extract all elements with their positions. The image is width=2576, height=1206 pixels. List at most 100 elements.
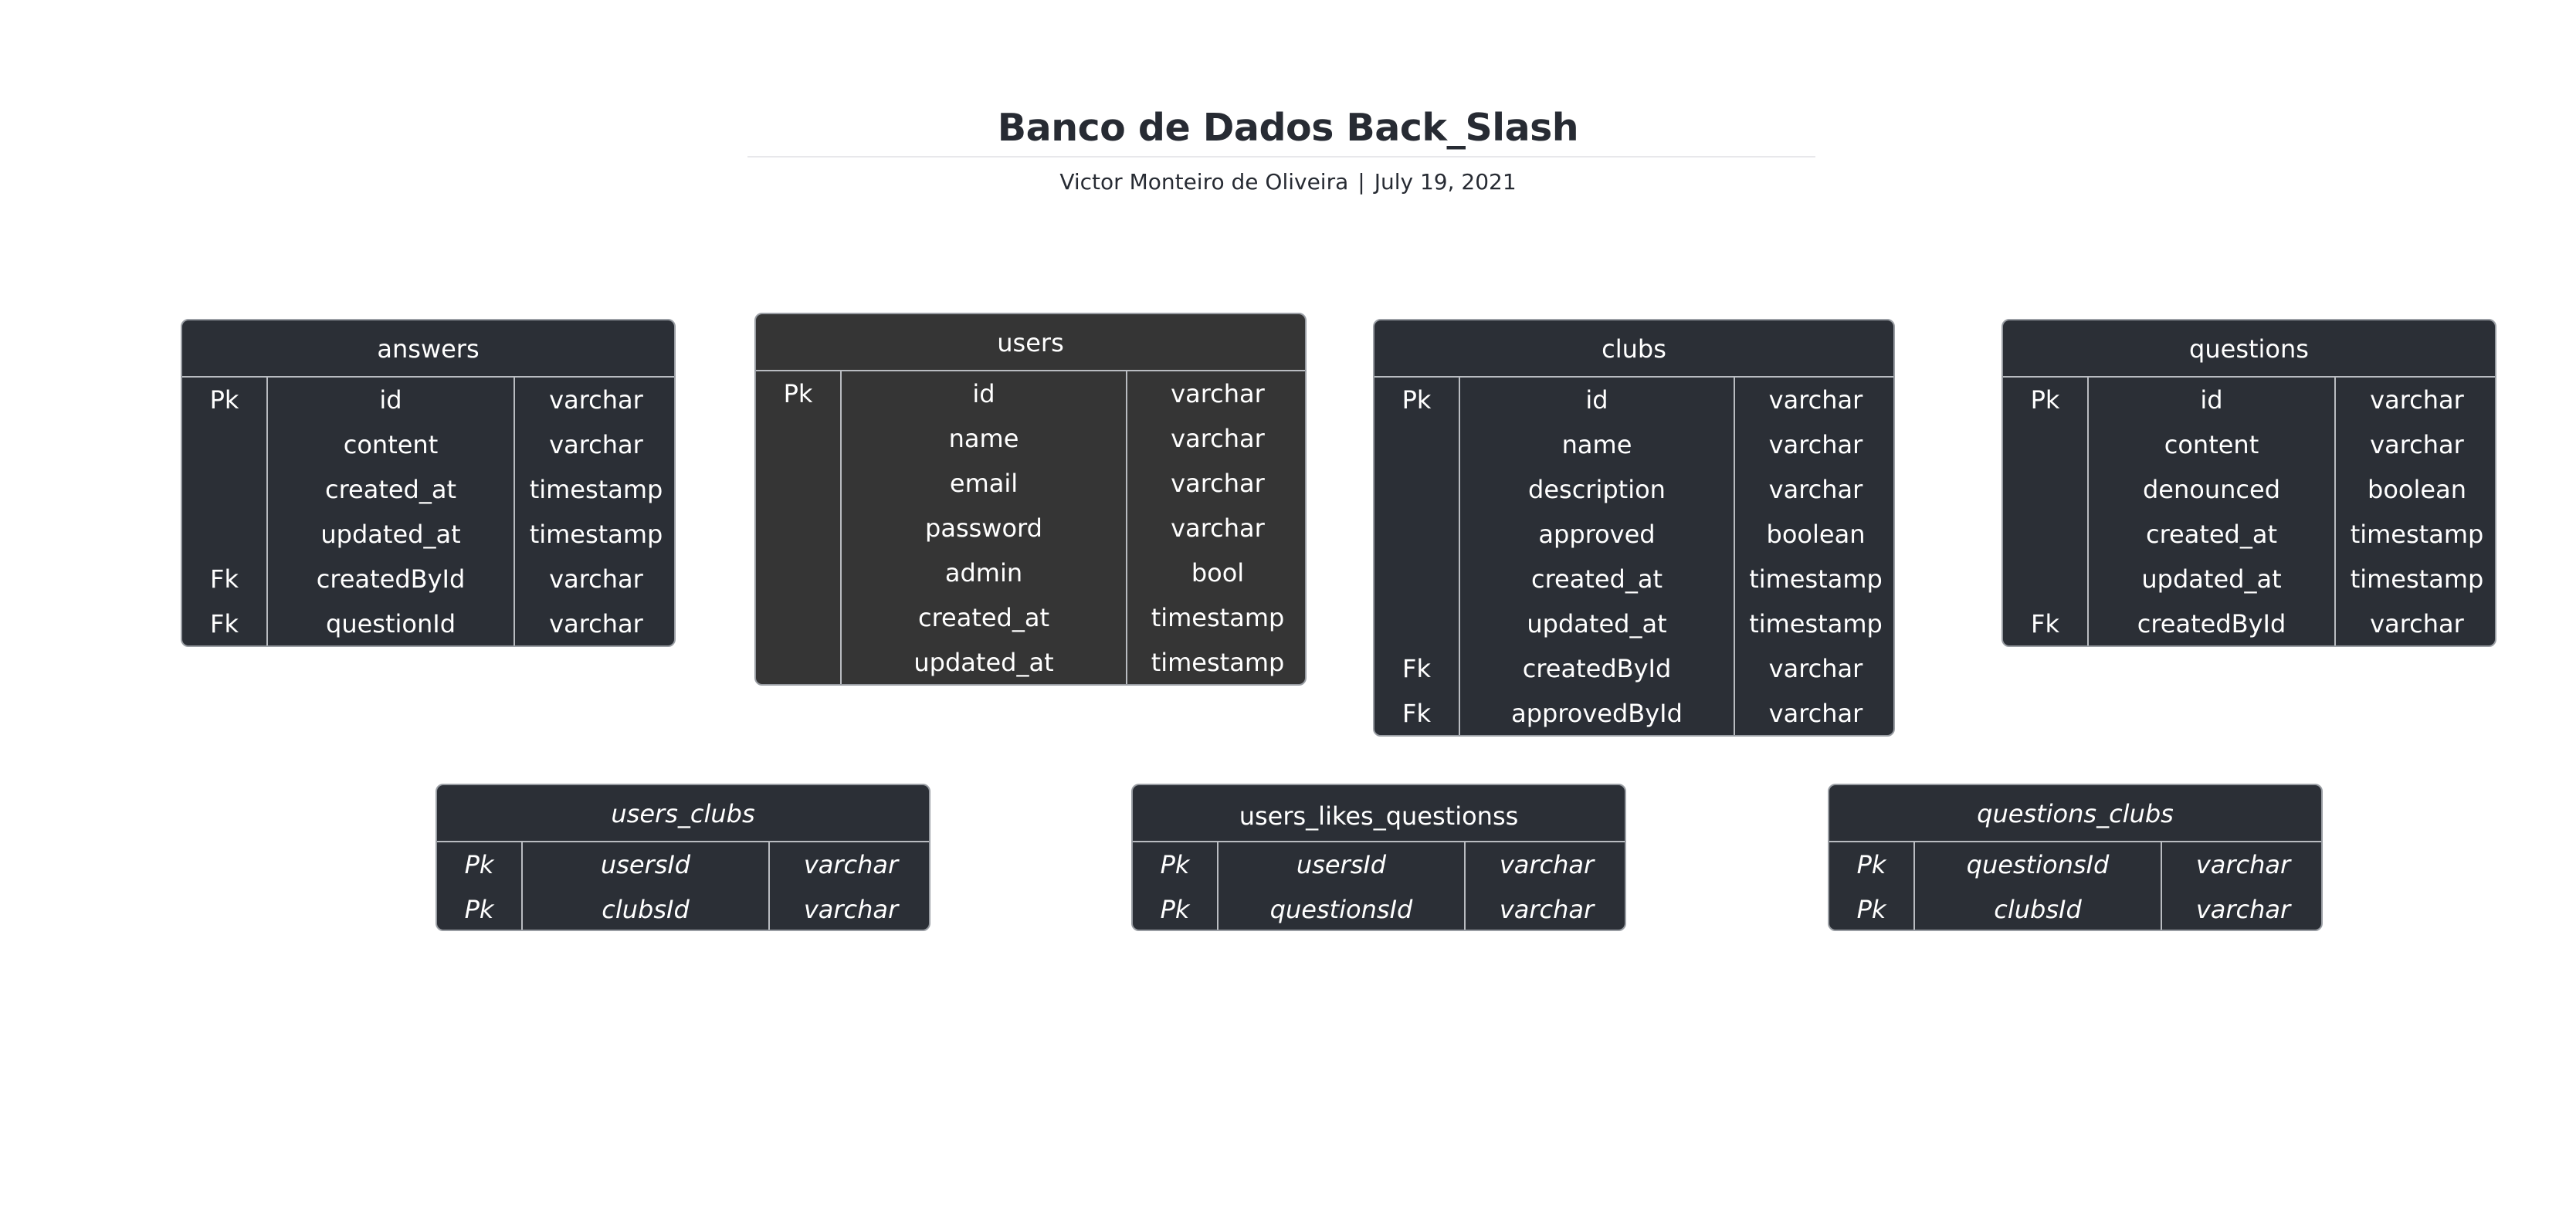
- field-type: varchar: [2195, 850, 2291, 879]
- field-type: varchar: [549, 609, 643, 639]
- field-name: clubsId: [522, 887, 770, 930]
- field-name: created_at: [841, 595, 1127, 640]
- field-type: varchar: [803, 895, 899, 924]
- field-type: varchar: [1768, 654, 1863, 683]
- field-row: password varchar: [756, 506, 1305, 550]
- field-name: updated_at: [2088, 557, 2336, 601]
- field-row: updated_at timestamp: [2003, 557, 2495, 601]
- key-marker: [1374, 512, 1460, 557]
- entity-header: users_clubs: [437, 785, 929, 842]
- field-name: questionId: [267, 601, 515, 645]
- field-name: createdById: [267, 557, 515, 601]
- field-name: content: [267, 422, 515, 467]
- key-marker: [2003, 512, 2089, 557]
- field-type: varchar: [1171, 379, 1265, 408]
- field-type: varchar: [2370, 609, 2464, 639]
- field-name: updated_at: [841, 640, 1127, 684]
- key-marker: [182, 467, 268, 512]
- field-name: name: [1459, 422, 1735, 467]
- key-marker: [1374, 601, 1460, 646]
- field-name: admin: [841, 550, 1127, 595]
- entity-header: clubs: [1374, 320, 1893, 378]
- field-type: varchar: [1499, 850, 1595, 879]
- key-marker: Fk: [182, 601, 268, 645]
- field-name: description: [1459, 467, 1735, 512]
- field-type: varchar: [1171, 424, 1265, 453]
- field-type: timestamp: [1749, 564, 1883, 594]
- key-marker: [756, 550, 842, 595]
- key-marker: Pk: [1829, 887, 1915, 930]
- key-marker: Fk: [2003, 601, 2089, 645]
- field-type: varchar: [1768, 699, 1863, 728]
- field-type: timestamp: [2350, 564, 2484, 594]
- key-marker: [756, 461, 842, 506]
- field-name: id: [1459, 378, 1735, 422]
- key-marker: [756, 416, 842, 461]
- key-marker: Fk: [1374, 646, 1460, 691]
- field-name: updated_at: [1459, 601, 1735, 646]
- field-type: varchar: [2195, 895, 2291, 924]
- key-marker: Pk: [1133, 842, 1219, 887]
- field-name: createdById: [2088, 601, 2336, 645]
- field-name: updated_at: [267, 512, 515, 557]
- field-row: approved boolean: [1374, 512, 1893, 557]
- field-name: password: [841, 506, 1127, 550]
- key-marker: [1374, 422, 1460, 467]
- key-marker: [2003, 557, 2089, 601]
- key-marker: [756, 506, 842, 550]
- key-marker: Pk: [756, 371, 842, 416]
- key-marker: Pk: [182, 378, 268, 422]
- field-name: created_at: [2088, 512, 2336, 557]
- field-name: email: [841, 461, 1127, 506]
- field-name: createdById: [1459, 646, 1735, 691]
- field-name: usersId: [522, 842, 770, 887]
- subtitle-separator: |: [1357, 169, 1365, 195]
- entity-header: users: [756, 314, 1305, 371]
- field-type: varchar: [1768, 385, 1863, 415]
- field-name: id: [267, 378, 515, 422]
- field-name: approvedById: [1459, 691, 1735, 735]
- key-marker: [1374, 557, 1460, 601]
- key-marker: Fk: [1374, 691, 1460, 735]
- field-name: denounced: [2088, 467, 2336, 512]
- field-type: boolean: [1766, 520, 1866, 549]
- field-name: approved: [1459, 512, 1735, 557]
- field-type: varchar: [1171, 513, 1265, 543]
- entity-header: users_likes_questionss: [1133, 785, 1625, 842]
- field-name: questionsId: [1218, 887, 1466, 930]
- field-name: id: [2088, 378, 2336, 422]
- field-type: varchar: [549, 385, 643, 415]
- key-marker: Pk: [1829, 842, 1915, 887]
- key-marker: [756, 640, 842, 684]
- field-type: varchar: [549, 564, 643, 594]
- field-name: clubsId: [1914, 887, 2162, 930]
